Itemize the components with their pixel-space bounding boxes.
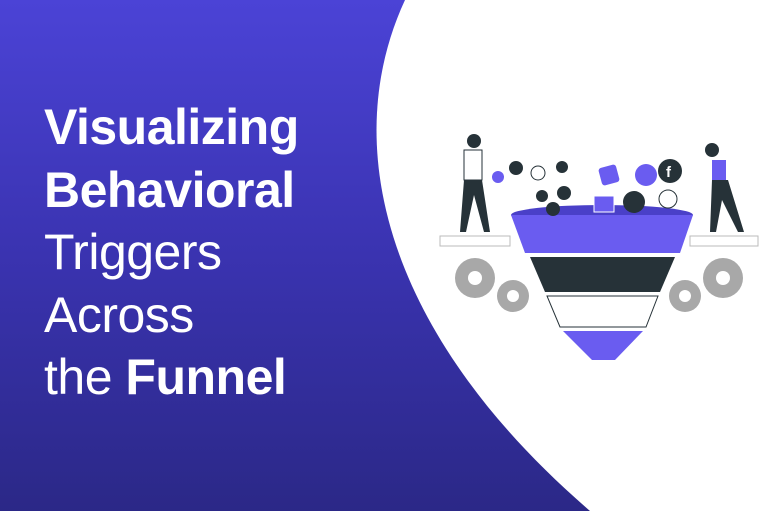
chat-icon (658, 189, 678, 209)
white-circle-background (376, 0, 768, 511)
user-icon (546, 202, 560, 216)
tiktok-icon (623, 191, 645, 213)
man-figure (460, 134, 490, 232)
headline-funnel: Funnel (125, 349, 287, 405)
left-platform (439, 235, 511, 247)
gear-icon (455, 258, 743, 312)
user-icon (536, 190, 548, 202)
woman-figure (705, 143, 744, 232)
user-icon (509, 161, 523, 175)
headline: Visualizing Behavioral Triggers Across t… (44, 96, 299, 409)
headline-the: the (44, 349, 126, 405)
social-bubbles: f (492, 159, 682, 216)
headline-line-3: Triggers (44, 224, 222, 280)
headline-line-5: the Funnel (44, 346, 299, 409)
headline-line-1: Visualizing (44, 99, 299, 155)
instagram-icon (635, 164, 657, 186)
svg-text:f: f (666, 164, 672, 181)
user-icon (557, 186, 571, 200)
headline-line-4: Across (44, 286, 194, 343)
right-platform (689, 235, 759, 247)
funnel-graphic (511, 205, 693, 360)
image-icon (593, 195, 615, 213)
user-icon (492, 171, 504, 183)
video-icon (598, 164, 620, 186)
user-icon (530, 165, 546, 181)
user-icon (556, 161, 568, 173)
facebook-icon (658, 159, 682, 183)
headline-line-2: Behavioral (44, 161, 295, 218)
